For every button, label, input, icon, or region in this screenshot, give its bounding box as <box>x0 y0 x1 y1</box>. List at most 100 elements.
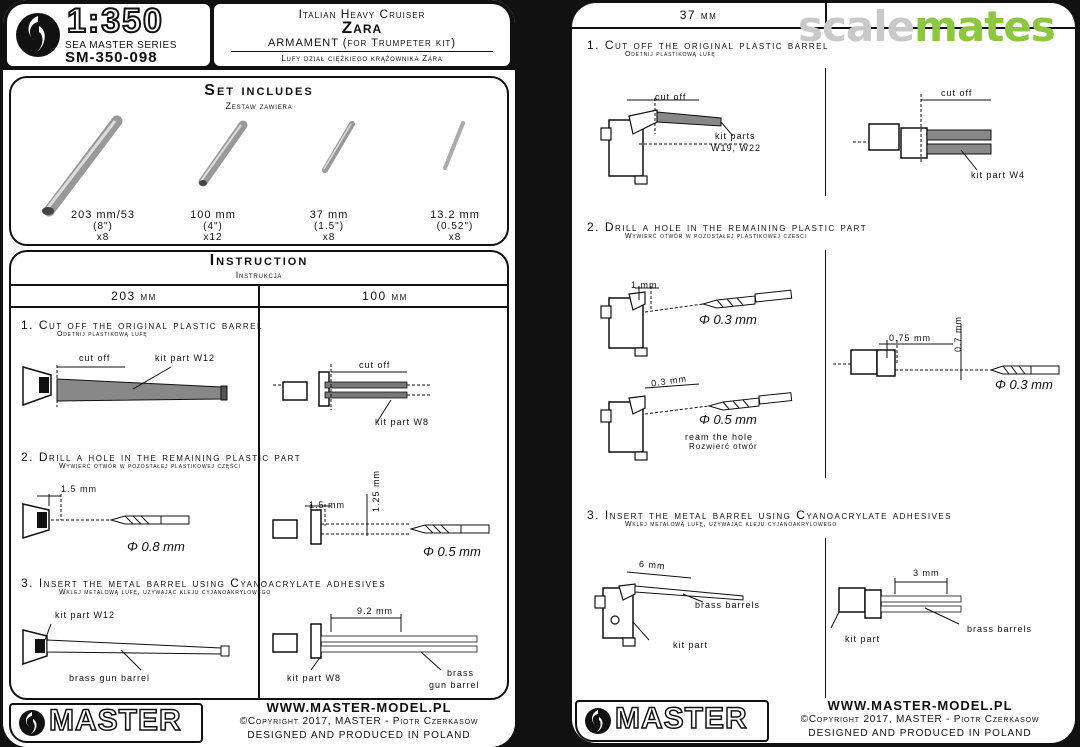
r-step3-right-diagram <box>830 578 962 629</box>
set-item-13-qty: x8 <box>448 232 462 243</box>
step1-100-cut-off-label: cut off <box>359 360 391 370</box>
r-step1-left-diagram <box>600 98 749 185</box>
title-line-3: ARMAMENT (for Trumpeter kit) <box>268 37 456 49</box>
step3-text: 3. Insert the metal barrel using Cyanoac… <box>21 576 387 590</box>
step3-100-dim: 9.2 mm <box>357 606 394 616</box>
master-logo-icon <box>19 710 45 736</box>
r-step3-left-diagram <box>594 571 744 647</box>
ship-logo-icon <box>16 13 60 57</box>
title-line-2: Zara <box>341 18 383 37</box>
set-item-203-inch: (8") <box>93 221 113 232</box>
r-step2-ream-pl: Rozwierć otwór <box>689 442 758 451</box>
col-37-label: 37 mm <box>679 8 718 22</box>
r-step3-kit-part-right: kit part <box>845 634 881 644</box>
set-item-37-size: 37 mm <box>309 209 349 221</box>
step3-brass-gun-barrel-label: brass gun barrel <box>69 673 151 683</box>
r-step2-left-diagram-b <box>600 383 793 461</box>
r-step3-text-pl: Wklej metalową lufę, używając kleju cyja… <box>625 521 838 528</box>
step1-203-diagram <box>22 365 228 407</box>
set-heading-pl: Zestaw zawiera <box>225 101 293 111</box>
step1-100-diagram <box>273 364 431 423</box>
product-code: SM-350-098 <box>65 49 158 66</box>
set-item-100-size: 100 mm <box>190 209 236 221</box>
r-step1-kit-parts-nums: W19, W22 <box>711 143 762 153</box>
right-divider-3 <box>825 538 826 698</box>
step2-100-dim-1-5: 1.5 mm <box>309 500 346 510</box>
r-step2-right-diagram <box>833 324 1060 380</box>
r-step3-text: 3. Insert the metal barrel using Cyanoac… <box>587 508 953 522</box>
footer-made: DESIGNED AND PRODUCED IN POLAND <box>247 730 471 741</box>
step1-text-pl: Odetnij plastikową lufę <box>57 331 148 338</box>
right-instruction-sheet: 37 mm 1. Cut off the original plastic ba… <box>569 0 1078 747</box>
barrel-37mm-image <box>322 121 355 173</box>
r-step2-drill-a: Φ 0.3 mm <box>699 312 757 327</box>
series-text: SEA MASTER SERIES <box>65 40 177 51</box>
step3-kit-part-w12-label: kit part W12 <box>55 610 116 620</box>
r-footer-brand-name: MASTER <box>614 701 748 736</box>
left-instruction-sheet: 1:350 SEA MASTER SERIES SM-350-098 Itali… <box>3 0 515 747</box>
r-step3-dim-3mm: 3 mm <box>913 568 940 578</box>
right-sheet-body <box>572 3 1075 743</box>
title-polish: Lufy dział ciężkiego krążownika Zara <box>281 54 443 63</box>
r-step1-kit-part-w4: kit part W4 <box>971 170 1026 180</box>
right-column-header <box>572 3 1075 29</box>
scalemates-watermark: scalemates <box>798 2 1056 51</box>
r-step2-ream-label: ream the hole <box>685 432 754 442</box>
r-step2-left-diagram-a <box>600 286 793 357</box>
step2-203-dim: 1.5 mm <box>61 484 98 494</box>
step2-203-diagram <box>22 494 190 540</box>
barrel-100mm-image <box>198 120 248 187</box>
step1-kit-part-w8-label: kit part W8 <box>375 417 430 427</box>
set-item-100-qty: x12 <box>203 232 223 243</box>
col-100-label: 100 mm <box>362 289 408 303</box>
column-divider <box>258 284 260 700</box>
set-heading: Set includes <box>204 82 314 99</box>
step2-203-drill-size: Φ 0.8 mm <box>127 539 185 554</box>
r-step1-text-pl: Odetnij plastikową lufę <box>625 51 716 58</box>
step2-100-diagram <box>272 494 490 545</box>
step3-brass-label: brass <box>447 668 475 678</box>
step3-text-pl: Wklej metalową lufę, używając kleju cyja… <box>59 589 272 596</box>
title-line-1: Italian Heavy Cruiser <box>298 7 426 21</box>
step2-text: 2. Drill a hole in the remaining plastic… <box>21 450 302 464</box>
set-item-203-size: 203 mm/53 <box>70 209 136 221</box>
header-title-box <box>214 4 510 66</box>
r-step1-right-diagram <box>853 94 992 171</box>
right-divider-1 <box>825 68 826 196</box>
r-step2-drill-c: Φ 0.3 mm <box>995 377 1053 392</box>
r-step2-dim-1mm: 1 mm <box>631 280 658 290</box>
watermark-part2: mates <box>914 2 1056 51</box>
step2-100-dim-1-25: 1.25 mm <box>371 469 381 512</box>
right-column-divider-top <box>825 3 827 29</box>
r-step2-text: 2. Drill a hole in the remaining plastic… <box>587 220 868 234</box>
step3-100-diagram <box>272 614 478 671</box>
title-divider <box>231 51 493 52</box>
set-item-100-inch: (4") <box>203 221 223 232</box>
step1-text: 1. Cut off the original plastic barrel <box>21 318 263 332</box>
scale-text: 1:350 <box>66 1 164 41</box>
r-step3-kit-part: kit part <box>673 640 709 650</box>
step2-text-pl: Wywierć otwór w pozostałej plastikowej c… <box>59 463 241 470</box>
right-divider-2 <box>825 250 826 478</box>
r-step1-right-cut-off: cut off <box>941 88 973 98</box>
r-step2-text-pl: Wywierć otwór w pozostałej plastikowej c… <box>625 233 807 240</box>
r-step1-cut-off-label: cut off <box>655 92 687 102</box>
instruction-heading-pl: Instrukcja <box>235 270 283 280</box>
r-step1-text: 1. Cut off the original plastic barrel <box>587 38 829 52</box>
step3-203-diagram <box>22 623 230 671</box>
watermark-part1: scale <box>798 2 915 51</box>
r-step3-brass-barrels-right: brass barrels <box>967 624 1033 634</box>
r-step3-brass-barrels: brass barrels <box>695 600 761 610</box>
barrel-13mm-image <box>443 121 465 170</box>
step3-gun-barrel-label: gun barrel <box>429 680 480 690</box>
barrel-203mm-image <box>42 115 123 217</box>
step1-cut-off-label: cut off <box>79 353 111 363</box>
instruction-heading: Instruction <box>209 252 309 269</box>
r-footer-made: DESIGNED AND PRODUCED IN POLAND <box>808 728 1032 739</box>
footer-copyright: ©Copyright 2017, MASTER - Piotr Czerkaso… <box>239 716 479 727</box>
set-item-37-qty: x8 <box>322 232 336 243</box>
r-master-logo-icon <box>585 708 611 734</box>
step1-kit-part-w12-label: kit part W12 <box>155 353 216 363</box>
step2-100-drill-size: Φ 0.5 mm <box>423 544 481 559</box>
r-step2-dim-0-7: 0.7 mm <box>953 315 963 352</box>
